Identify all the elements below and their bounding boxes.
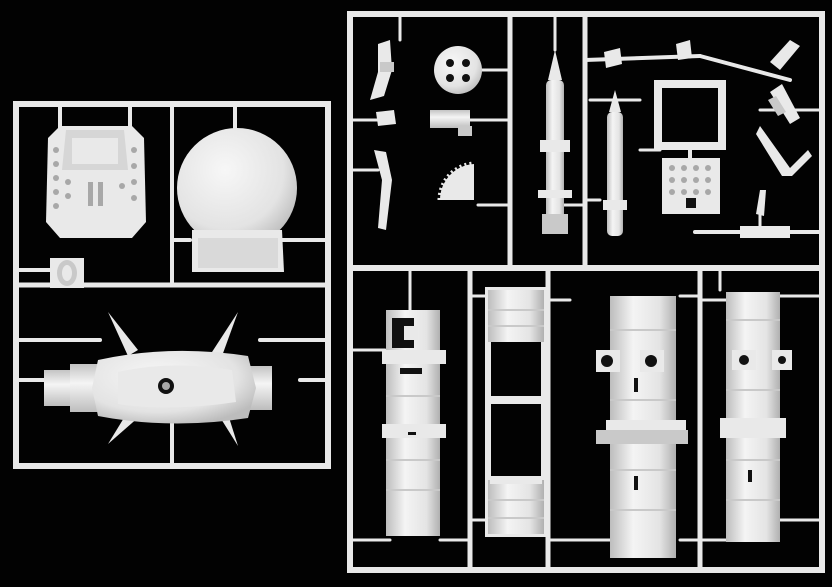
rectangular-frame-part: [654, 80, 726, 160]
control-panel-part: [46, 126, 146, 238]
rocket-part-left: [538, 50, 572, 234]
wheel-part: [434, 46, 482, 94]
cylinder-small-part: [430, 110, 472, 136]
grid-plate-part: [662, 158, 720, 214]
dome-shell-part: [177, 128, 297, 272]
tall-column-part-2: [485, 287, 547, 537]
tall-column-part-1: [382, 310, 446, 536]
tall-column-part-3: [596, 296, 688, 558]
right-sprue: [347, 11, 825, 573]
spool-part: [50, 258, 84, 288]
claw-parts: [604, 40, 812, 238]
panel-knobs: [53, 147, 137, 209]
rocket-part-right: [603, 90, 627, 236]
tall-column-part-4: [720, 292, 792, 542]
gear-segment-part: [437, 161, 475, 201]
small-arm-parts: [370, 40, 396, 230]
tube-collars: [596, 350, 664, 372]
pod-body-part: [44, 312, 272, 446]
